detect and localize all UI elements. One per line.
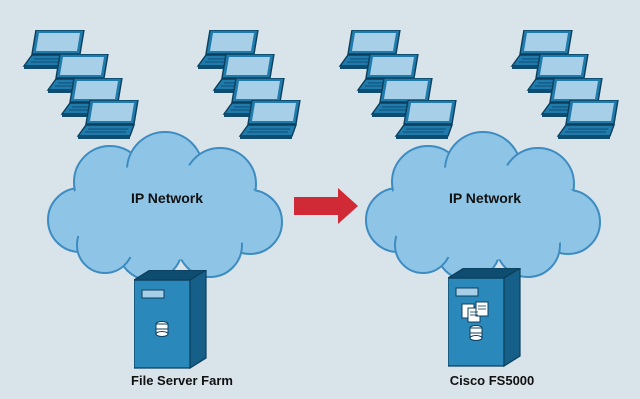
disk-stack-icon xyxy=(155,321,169,337)
left-server-caption: File Server Farm xyxy=(131,373,233,388)
left-network-cloud: IP Network xyxy=(47,131,283,280)
right-network-cloud: IP Network xyxy=(365,131,601,280)
file-server-icon xyxy=(134,270,207,369)
right-network-label: IP Network xyxy=(449,190,521,206)
left-network-label: IP Network xyxy=(131,190,203,206)
documents-icon xyxy=(461,301,489,323)
right-arrow-icon xyxy=(294,188,358,224)
wide-area-file-server-icon xyxy=(448,268,521,367)
disk-stack-icon xyxy=(469,325,483,341)
right-server-caption: Cisco FS5000 xyxy=(450,373,535,388)
